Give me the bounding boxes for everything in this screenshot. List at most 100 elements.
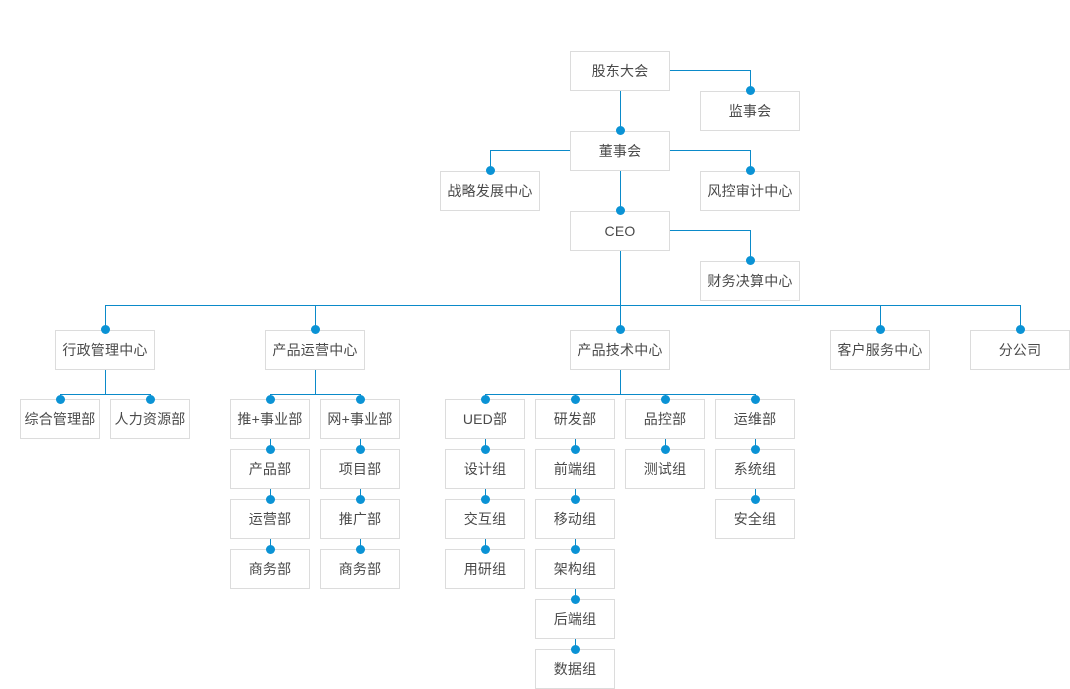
connector-dot-system-group xyxy=(751,445,760,454)
node-product-dept[interactable]: 产品部 xyxy=(230,449,310,489)
node-label-ceo: CEO xyxy=(604,223,636,239)
node-rd-dept[interactable]: 研发部 xyxy=(535,399,615,439)
node-ceo[interactable]: CEO xyxy=(570,211,670,251)
node-label-finance-settlement-center: 财务决算中心 xyxy=(707,273,793,289)
node-security-group[interactable]: 安全组 xyxy=(715,499,795,539)
node-data-group[interactable]: 数据组 xyxy=(535,649,615,689)
connector-dot-ops-dept xyxy=(751,395,760,404)
node-label-backend-group: 后端组 xyxy=(553,611,597,627)
edge-bus-drop-product-technology xyxy=(620,305,621,330)
connector-dot-user-research-group xyxy=(481,545,490,554)
node-promotion-dept[interactable]: 推广部 xyxy=(320,499,400,539)
edge-product-technology-stem xyxy=(620,370,621,395)
edge-product-technology-bus xyxy=(485,394,755,395)
connector-dot-promotion-dept xyxy=(356,495,365,504)
connector-dot-product-operation-center xyxy=(311,325,320,334)
node-wang-business-unit[interactable]: 网+事业部 xyxy=(320,399,400,439)
edge-ceo-to-bus xyxy=(620,251,621,305)
edge-ceo-to-finance xyxy=(670,230,750,231)
node-tui-business-unit[interactable]: 推+事业部 xyxy=(230,399,310,439)
node-label-product-operation-center: 产品运营中心 xyxy=(272,342,358,358)
node-operation-dept[interactable]: 运营部 xyxy=(230,499,310,539)
node-label-board-of-directors: 董事会 xyxy=(598,143,642,159)
node-architecture-group[interactable]: 架构组 xyxy=(535,549,615,589)
connector-dot-human-resources xyxy=(146,395,155,404)
edge-board-to-strategy-drop xyxy=(490,150,491,171)
node-label-design-group: 设计组 xyxy=(463,461,507,477)
node-ops-dept[interactable]: 运维部 xyxy=(715,399,795,439)
node-label-architecture-group: 架构组 xyxy=(553,561,597,577)
node-label-general-management-dept: 综合管理部 xyxy=(24,411,96,427)
node-branch-company[interactable]: 分公司 xyxy=(970,330,1070,370)
node-mobile-group[interactable]: 移动组 xyxy=(535,499,615,539)
connector-dot-finance xyxy=(746,256,755,265)
node-label-user-research-group: 用研组 xyxy=(463,561,507,577)
node-label-admin-management-center: 行政管理中心 xyxy=(62,342,148,358)
node-label-product-technology-center: 产品技术中心 xyxy=(577,342,663,358)
edge-board-to-strategy xyxy=(490,150,570,151)
connector-dot-customer-service-center xyxy=(876,325,885,334)
node-label-ued-dept: UED部 xyxy=(462,411,508,427)
node-backend-group[interactable]: 后端组 xyxy=(535,599,615,639)
node-board-of-directors[interactable]: 董事会 xyxy=(570,131,670,171)
node-product-operation-center[interactable]: 产品运营中心 xyxy=(265,330,365,370)
connector-dot-business-dept-right xyxy=(356,545,365,554)
connector-dot-risk xyxy=(746,166,755,175)
node-supervisory-board[interactable]: 监事会 xyxy=(700,91,800,131)
node-customer-service-center[interactable]: 客户服务中心 xyxy=(830,330,930,370)
node-label-ops-dept: 运维部 xyxy=(733,411,777,427)
node-risk-audit-center[interactable]: 风控审计中心 xyxy=(700,171,800,211)
connector-dot-test-group xyxy=(661,445,670,454)
node-human-resources-dept[interactable]: 人力资源部 xyxy=(110,399,190,439)
connector-dot-ceo xyxy=(616,206,625,215)
node-label-wang-business-unit: 网+事业部 xyxy=(327,411,393,427)
node-general-management-dept[interactable]: 综合管理部 xyxy=(20,399,100,439)
edge-shareholders-to-board xyxy=(620,91,621,131)
node-label-promotion-dept: 推广部 xyxy=(338,511,382,527)
connector-dot-rd-dept xyxy=(571,395,580,404)
edge-board-to-risk xyxy=(670,150,750,151)
node-label-data-group: 数据组 xyxy=(553,661,597,677)
node-label-shareholders-meeting: 股东大会 xyxy=(591,63,649,79)
edge-board-to-ceo xyxy=(620,171,621,211)
node-user-research-group[interactable]: 用研组 xyxy=(445,549,525,589)
node-shareholders-meeting[interactable]: 股东大会 xyxy=(570,51,670,91)
node-label-project-dept: 项目部 xyxy=(338,461,382,477)
node-strategy-development-center[interactable]: 战略发展中心 xyxy=(440,171,540,211)
connector-dot-board xyxy=(616,126,625,135)
node-label-system-group: 系统组 xyxy=(733,461,777,477)
edge-product-operation-bus xyxy=(270,394,360,395)
node-label-supervisory-board: 监事会 xyxy=(728,103,772,119)
connector-dot-data-group xyxy=(571,645,580,654)
node-label-risk-audit-center: 风控审计中心 xyxy=(707,183,793,199)
node-interaction-group[interactable]: 交互组 xyxy=(445,499,525,539)
node-design-group[interactable]: 设计组 xyxy=(445,449,525,489)
node-label-rd-dept: 研发部 xyxy=(553,411,597,427)
node-project-dept[interactable]: 项目部 xyxy=(320,449,400,489)
edge-admin-stem xyxy=(105,370,106,395)
connector-dot-operation-dept xyxy=(266,495,275,504)
edge-bus-drop-branch xyxy=(1020,305,1021,330)
node-admin-management-center[interactable]: 行政管理中心 xyxy=(55,330,155,370)
node-system-group[interactable]: 系统组 xyxy=(715,449,795,489)
node-business-dept-left[interactable]: 商务部 xyxy=(230,549,310,589)
node-label-business-dept-left: 商务部 xyxy=(248,561,292,577)
node-business-dept-right[interactable]: 商务部 xyxy=(320,549,400,589)
node-finance-settlement-center[interactable]: 财务决算中心 xyxy=(700,261,800,301)
connector-dot-branch-company xyxy=(1016,325,1025,334)
connector-dot-tui-business-unit xyxy=(266,395,275,404)
connector-dot-ued-dept xyxy=(481,395,490,404)
node-label-branch-company: 分公司 xyxy=(998,342,1042,358)
node-label-strategy-development-center: 战略发展中心 xyxy=(447,183,533,199)
edge-bus-drop-product-operation xyxy=(315,305,316,330)
node-frontend-group[interactable]: 前端组 xyxy=(535,449,615,489)
node-test-group[interactable]: 测试组 xyxy=(625,449,705,489)
node-product-technology-center[interactable]: 产品技术中心 xyxy=(570,330,670,370)
node-ued-dept[interactable]: UED部 xyxy=(445,399,525,439)
connector-dot-admin-center xyxy=(101,325,110,334)
edge-board-to-risk-drop xyxy=(750,150,751,171)
edge-admin-bus xyxy=(60,394,150,395)
node-label-business-dept-right: 商务部 xyxy=(338,561,382,577)
node-qc-dept[interactable]: 品控部 xyxy=(625,399,705,439)
